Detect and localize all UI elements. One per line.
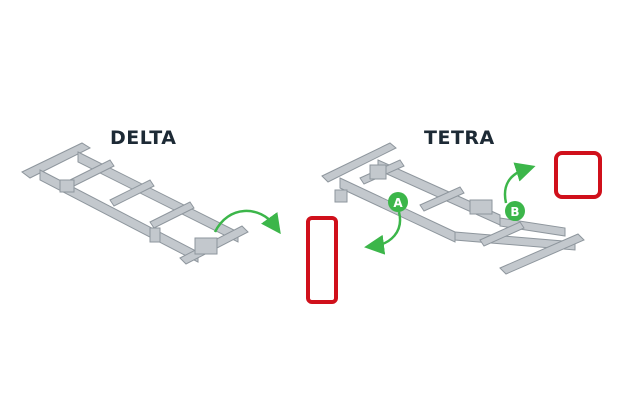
marker-a: A — [388, 192, 408, 212]
delta-chassis — [21, 142, 249, 265]
arrow-b — [503, 162, 536, 204]
tetra-chassis — [321, 142, 585, 275]
svg-text:B: B — [510, 205, 519, 219]
arrow-a — [364, 211, 402, 255]
svg-text:A: A — [393, 196, 403, 210]
tetra-title: TETRA — [424, 127, 495, 149]
marker-b: B — [505, 201, 525, 221]
tetra-footprint-outline — [554, 151, 602, 199]
delta-footprint-outline — [306, 216, 338, 304]
delta-rotate-arrow — [213, 209, 281, 235]
delta-title: DELTA — [110, 127, 177, 149]
